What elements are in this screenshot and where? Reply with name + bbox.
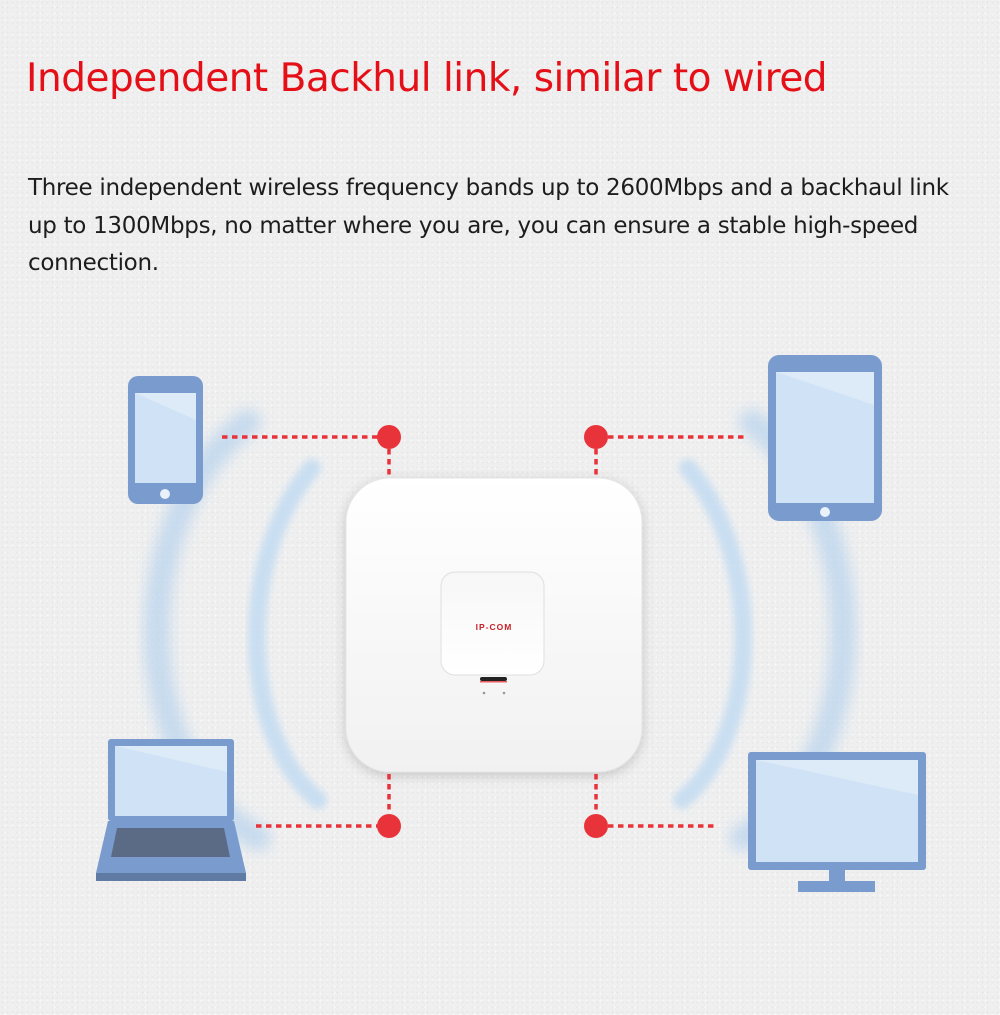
connector-nodes: [377, 425, 608, 838]
node-top-right: [584, 425, 608, 449]
node-bottom-left: [377, 814, 401, 838]
connector-lines: [222, 435, 748, 828]
status-led: [480, 677, 507, 681]
smartphone-icon: [128, 376, 203, 504]
wave-right-inner: [673, 459, 753, 809]
laptop-icon: [96, 739, 246, 881]
monitor-icon: [748, 752, 926, 892]
access-point-cap: [440, 571, 545, 676]
description: Three independent wireless frequency ban…: [28, 175, 949, 276]
wave-left-inner: [247, 459, 327, 809]
connector-bottom-left: [256, 774, 391, 828]
access-point-icon: IP-COM: [345, 477, 643, 773]
headline: Independent Backhul link, similar to wir…: [26, 56, 828, 101]
tablet-icon: [768, 355, 882, 521]
connector-bottom-right: [594, 774, 716, 828]
connector-top-right: [594, 435, 748, 476]
brand-logo: IP-COM: [476, 622, 513, 632]
node-bottom-right: [584, 814, 608, 838]
connector-top-left: [222, 435, 391, 476]
node-top-left: [377, 425, 401, 449]
